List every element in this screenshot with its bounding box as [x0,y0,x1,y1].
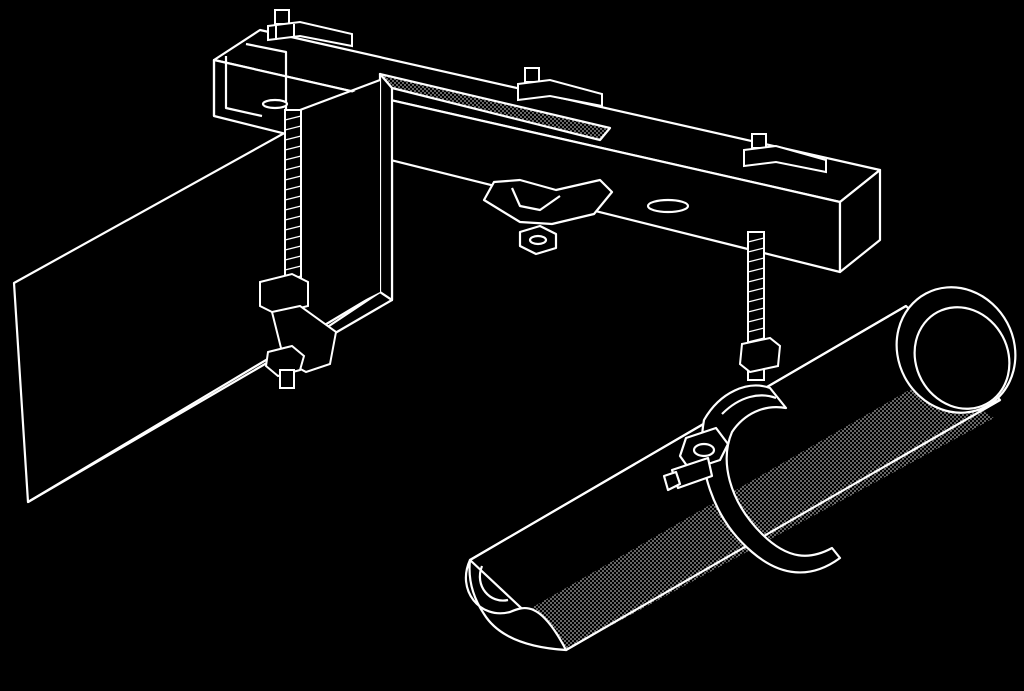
channel-nut-2 [517,67,603,108]
pipe-clamp [662,384,842,574]
strut-slot [646,198,690,214]
threaded-rod-right [738,231,782,381]
channel-nuts [267,9,827,174]
threaded-rod-left [259,109,338,389]
beam-clamp-center [482,178,614,256]
rod-coupling-nut-left [259,272,309,316]
pipe-end-right [895,286,1017,414]
pipe-end-left [464,558,568,652]
strut-end-face [838,168,882,274]
rod-threads-left [284,115,302,281]
pipe-shading [500,378,994,650]
channel-nut-3 [743,133,827,174]
strut-channel-lip [212,42,288,118]
pipe-clamp-band [700,384,842,574]
channel-nut-1 [267,9,353,48]
